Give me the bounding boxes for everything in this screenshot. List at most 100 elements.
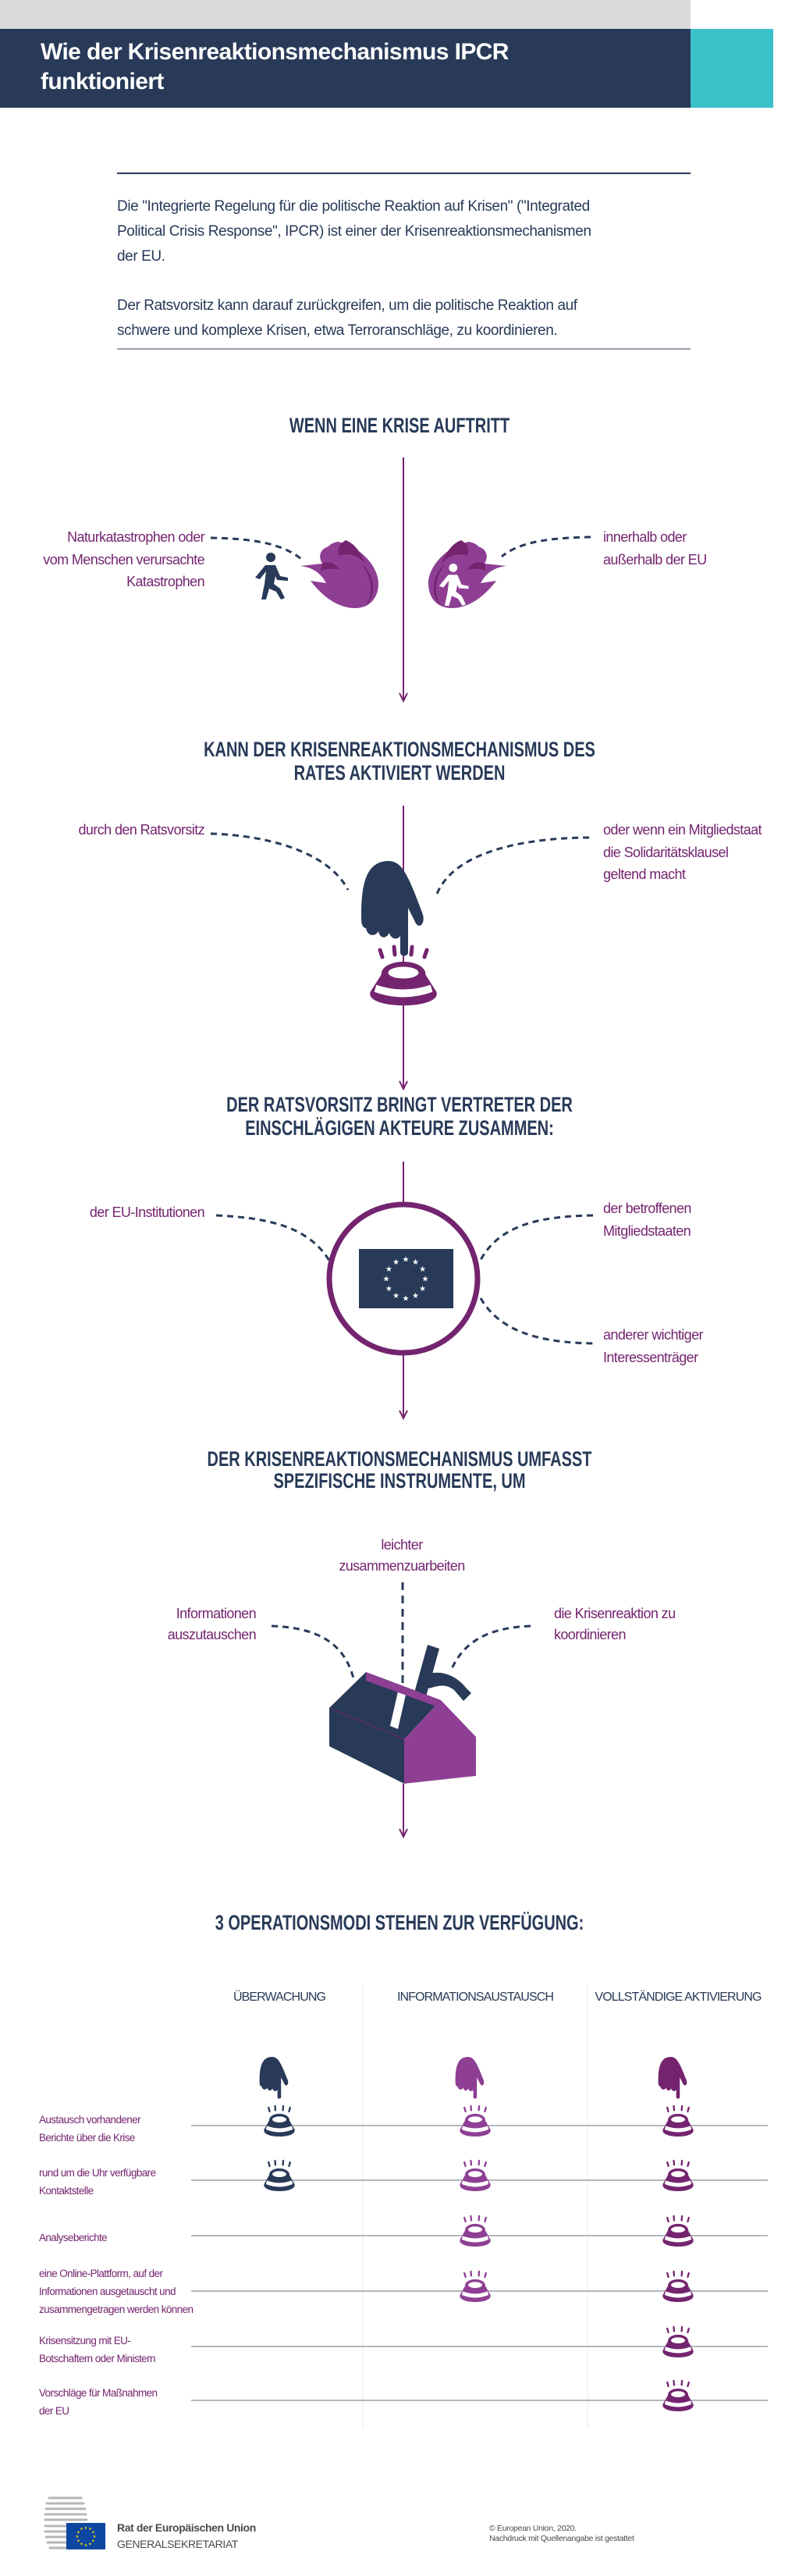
column-header-monitoring: ÜBERWACHUNG	[233, 1991, 326, 2004]
intro-paragraph-2: Der Ratsvorsitz kann darauf zurückgreife…	[117, 294, 710, 343]
star-icon: ★	[80, 2542, 83, 2546]
eu-flag-icon	[359, 1249, 453, 1308]
row-label-line: zusammengetragen werden können	[39, 2304, 194, 2315]
row-label-line: Analyseberichte	[39, 2232, 108, 2243]
heading-line: RATES AKTIVIERT WERDEN	[293, 761, 506, 785]
dashed-connector	[479, 1297, 594, 1345]
mode-hands	[259, 2057, 687, 2099]
push-button-icon	[662, 2215, 694, 2248]
row-label-line: Austausch vorhandener	[39, 2114, 141, 2126]
label-line: der EU-Institutionen	[89, 1204, 205, 1220]
label-line: geltend macht	[603, 866, 686, 882]
step4-top-label: leichter zusammenzuarbeiten	[285, 1535, 519, 1577]
label-line: durch den Ratsvorsitz	[78, 822, 205, 838]
star-icon: ★	[383, 1276, 390, 1284]
label-line: Naturkatastrophen oder	[67, 529, 205, 545]
star-icon: ★	[84, 2543, 88, 2548]
push-button-icon	[662, 2270, 694, 2304]
push-button-icon	[662, 2105, 694, 2138]
running-person-icon	[255, 553, 288, 600]
dashed-connector	[271, 1624, 355, 1679]
footer-org-name: Rat der Europäischen Union	[117, 2521, 256, 2534]
title-banner	[0, 29, 691, 108]
heading-line: KANN DER KRISENREAKTIONSMECHANISMUS DES	[204, 738, 595, 761]
label-line: vom Menschen verursachte	[43, 551, 204, 568]
push-button-icon	[662, 2159, 694, 2193]
label-line: leichter	[381, 1537, 423, 1553]
top-gray-bar	[0, 0, 691, 29]
star-icon: ★	[91, 2539, 95, 2543]
star-icon: ★	[403, 1295, 410, 1304]
flame-icon	[300, 540, 378, 608]
step4-right-label: die Krisenreaktion zu koordinieren	[554, 1603, 676, 1646]
star-icon: ★	[93, 2535, 97, 2539]
row-label: eine Online-Plattform, auf der Informati…	[39, 2265, 194, 2318]
intro-paragraph-1: Die "Integrierte Regelung für die politi…	[117, 194, 710, 269]
dashed-connector	[215, 1214, 331, 1261]
label-line: oder wenn ein Mitgliedstaat	[603, 822, 762, 838]
star-icon: ★	[88, 2542, 92, 2546]
pointing-hand-icon	[361, 861, 424, 956]
council-logo: ★★★★★★★★★★★★	[44, 2496, 105, 2549]
step3-right-bottom-label: anderer wichtiger Interessenträger	[603, 1324, 703, 1368]
step3-right-top-label: der betroffenen Mitgliedstaaten	[603, 1197, 691, 1242]
push-button-icon	[662, 2379, 694, 2413]
mode-marks	[263, 2105, 694, 2413]
star-icon: ★	[84, 2526, 88, 2531]
eu-flag-icon	[66, 2523, 105, 2549]
star-icon: ★	[392, 1258, 400, 1267]
row-label-line: Vorschläge für Maßnahmen	[39, 2387, 158, 2399]
intro-line: Der Ratsvorsitz kann darauf zurückgreife…	[117, 297, 577, 314]
label-line: Katastrophen	[126, 574, 204, 589]
dashed-connector	[449, 1624, 531, 1671]
intro-top-rule	[117, 173, 691, 174]
star-icon: ★	[80, 2527, 83, 2532]
teal-accent-block	[691, 29, 773, 108]
step3-heading: DER RATSVORSITZ BRINGT VERTRETER DER EIN…	[104, 1093, 695, 1140]
pointing-hand-icon	[658, 2057, 687, 2099]
step3-left-label: der EU-Institutionen	[89, 1201, 205, 1224]
step2-left-label: durch den Ratsvorsitz	[78, 819, 205, 841]
star-icon: ★	[76, 2535, 80, 2539]
column-header-information-sharing: INFORMATIONSAUSTAUSCH	[396, 1991, 554, 2004]
push-button-icon	[263, 2159, 296, 2193]
heading-line: SPEZIFISCHE INSTRUMENTE, UM	[273, 1469, 526, 1493]
row-label-line: eine Online-Plattform, auf der	[39, 2268, 163, 2279]
label-line: innerhalb oder	[603, 529, 687, 545]
step1-right-label: innerhalb oder außerhalb der EU	[603, 526, 707, 571]
label-line: die Solidaritätsklausel	[603, 844, 729, 860]
dashed-connector	[479, 1214, 594, 1261]
heading-line: DER KRISENREAKTIONSMECHANISMUS UMFASST	[207, 1447, 592, 1471]
star-icon: ★	[76, 2530, 80, 2535]
eu-stars: ★★★★★★★★★★★★	[383, 1256, 429, 1304]
star-icon: ★	[88, 2527, 92, 2532]
push-button-icon	[263, 2105, 296, 2138]
flame-icon	[428, 540, 506, 608]
pointing-hand-icon	[259, 2057, 289, 2099]
row-label: rund um die Uhr verfügbare Kontaktstelle	[39, 2164, 156, 2200]
label-line: anderer wichtiger	[603, 1327, 703, 1343]
label-line: koordinieren	[554, 1627, 626, 1642]
label-line: außerhalb der EU	[603, 551, 707, 568]
toolbox-icon	[328, 1645, 476, 1784]
row-label: Austausch vorhandener Berichte über die …	[39, 2111, 141, 2147]
star-icon: ★	[412, 1258, 419, 1267]
push-button-icon	[459, 2215, 492, 2248]
star-icon: ★	[385, 1265, 392, 1274]
heading-line: DER RATSVORSITZ BRINGT VERTRETER DER	[226, 1093, 573, 1116]
intro-line: Political Crisis Response", IPCR) ist ei…	[117, 223, 591, 240]
label-line: Interessenträger	[603, 1349, 698, 1365]
intro-line: schwere und komplexe Krisen, etwa Terror…	[117, 322, 558, 339]
footer-department: GENERALSEKRETARIAT	[117, 2538, 238, 2550]
row-label: Vorschläge für Maßnahmen der EU	[39, 2384, 158, 2420]
star-icon: ★	[385, 1285, 392, 1293]
column-header-full-activation: VOLLSTÄNDIGE AKTIVIERUNG	[595, 1991, 762, 2004]
push-button-icon	[459, 2159, 492, 2193]
step1-heading: WENN EINE KRISE AUFTRITT	[289, 414, 510, 437]
arrow-down-icon	[399, 1828, 408, 1839]
row-label-line: Kontaktstelle	[39, 2185, 94, 2197]
heading-line: EINSCHLÄGIGEN AKTEURE ZUSAMMEN:	[245, 1116, 554, 1140]
star-icon: ★	[419, 1265, 426, 1274]
step1-left-label: Naturkatastrophen oder vom Menschen veru…	[43, 526, 204, 593]
arrow-down-icon	[399, 1080, 408, 1091]
